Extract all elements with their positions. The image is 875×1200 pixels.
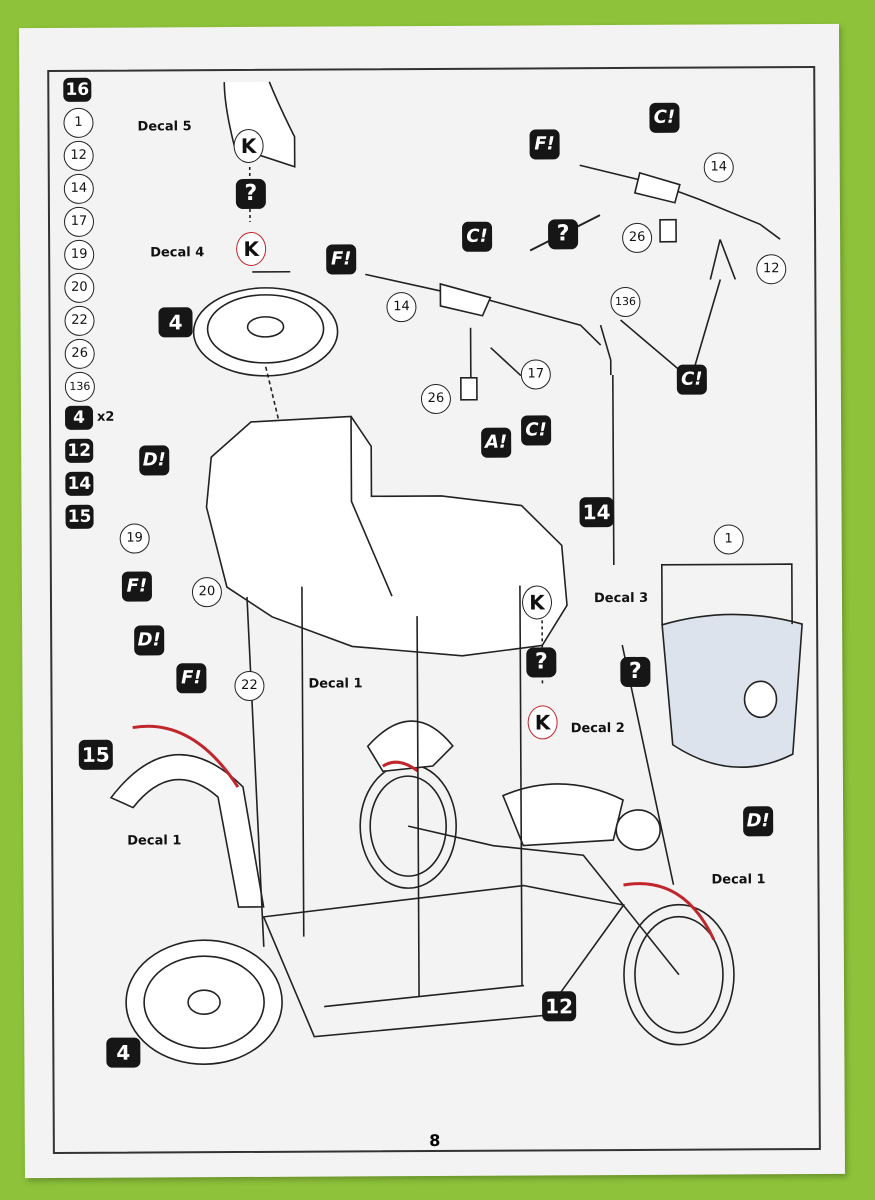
sidecar-chassis xyxy=(262,884,625,1038)
paint-code-c-lower: C! xyxy=(462,221,493,252)
decal-3-mark: K xyxy=(521,585,553,620)
part-14-upper: 14 xyxy=(703,152,734,183)
part-19: 19 xyxy=(119,523,150,554)
subassembly-12: 12 xyxy=(542,991,577,1022)
query-icon-guns: ? xyxy=(548,219,579,250)
part-136: 136 xyxy=(610,286,641,318)
part-20: 20 xyxy=(191,577,223,608)
query-icon-windscreen: ? xyxy=(620,656,651,688)
decal-2-mark: K xyxy=(527,705,558,740)
paint-code-f-upper: F! xyxy=(529,129,560,160)
ammo-box-lower xyxy=(460,376,478,401)
sidecar-wheel xyxy=(125,939,283,1065)
ammo-box-upper xyxy=(659,218,677,243)
part-17: 17 xyxy=(520,359,551,390)
query-icon-middle: ? xyxy=(526,647,557,678)
paint-code-a: A! xyxy=(481,427,512,458)
subassembly-15: 15 xyxy=(78,739,113,770)
bipod xyxy=(709,239,737,280)
paint-code-c-mid: C! xyxy=(521,415,552,446)
part-14-lower: 14 xyxy=(386,292,417,323)
paint-code-c-upper: C! xyxy=(649,102,680,133)
gun-mount-136 xyxy=(599,324,612,376)
paint-code-d-left: D! xyxy=(134,625,165,656)
part-1: 1 xyxy=(713,524,744,555)
paint-code-d-windscreen: D! xyxy=(743,806,774,837)
part-26-lower: 26 xyxy=(420,383,452,415)
spare-wheel xyxy=(192,287,339,377)
front-wheel xyxy=(623,903,735,1046)
mudguard xyxy=(109,754,265,908)
sidecar-body xyxy=(205,415,568,657)
part-22: 22 xyxy=(234,670,265,702)
windscreen xyxy=(661,613,803,769)
machine-gun-upper xyxy=(579,164,781,240)
decal-1-label-top: Decal 1 xyxy=(308,676,363,692)
decal-2-label: Decal 2 xyxy=(570,720,625,737)
paint-code-f-left: F! xyxy=(121,571,152,602)
decal-5-label: Decal 5 xyxy=(137,119,192,135)
paint-code-f-bottom: F! xyxy=(176,663,207,694)
decal-3-label: Decal 3 xyxy=(593,590,649,607)
paint-code-f-lower: F! xyxy=(326,244,357,275)
paint-code-d-top: D! xyxy=(139,445,170,476)
decal-1-label-left: Decal 1 xyxy=(127,833,182,849)
decal-4-mark: K xyxy=(236,231,267,267)
subassembly-4-bottom: 4 xyxy=(106,1037,141,1068)
subassembly-4-top: 4 xyxy=(158,307,193,338)
part-26-upper: 26 xyxy=(622,222,653,253)
part-12: 12 xyxy=(756,254,787,285)
decal-5-mark: K xyxy=(233,128,264,164)
assembly-illustration xyxy=(109,81,803,1065)
query-icon-top: ? xyxy=(235,178,266,210)
headlight xyxy=(615,809,662,851)
decal-1-label-right: Decal 1 xyxy=(711,872,766,888)
paint-code-c-right: C! xyxy=(676,364,707,395)
subassembly-14: 14 xyxy=(579,497,614,528)
decal-4-label: Decal 4 xyxy=(150,245,205,261)
